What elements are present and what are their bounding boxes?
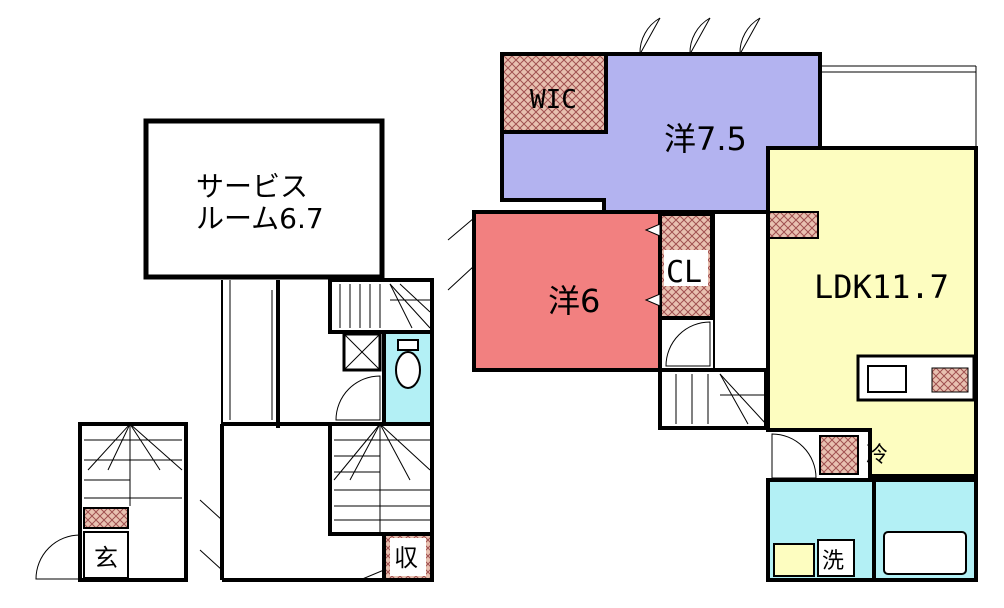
stair-middle	[658, 368, 768, 430]
ldk-label: LDK11.7	[814, 268, 949, 306]
kitchen-sink	[867, 365, 907, 393]
entrance-storage-hatch	[83, 507, 129, 529]
storage-label: 収	[394, 544, 418, 572]
toilet-bowl	[395, 351, 421, 389]
wic-label: WIC	[530, 85, 577, 115]
closet-label: CL	[666, 255, 702, 290]
door-swing-western-6	[665, 321, 711, 367]
stove	[931, 367, 969, 393]
fridge-space	[819, 435, 859, 475]
service-room-label-line2: ルーム6.7	[196, 202, 324, 235]
stair-upper	[328, 278, 434, 334]
door-swing-entrance	[35, 534, 81, 580]
left-building	[35, 118, 434, 582]
western-7-5-label: 洋7.5	[664, 120, 747, 158]
service-room-label-line1: サービス	[196, 170, 308, 203]
washer-space	[817, 539, 855, 577]
ldk-storage-hatch	[767, 211, 819, 239]
entrance-label: 玄	[94, 544, 118, 572]
door-swing-ldk	[771, 433, 817, 479]
western-6-label: 洋6	[548, 282, 600, 320]
door-swing-toilet	[335, 375, 381, 421]
right-building	[447, 17, 978, 582]
door-swing-hall	[359, 569, 385, 581]
wash-basin	[773, 543, 815, 577]
washer-label: 洗	[822, 549, 844, 574]
fridge-label: 冷	[866, 443, 888, 468]
stair-entrance	[78, 422, 188, 582]
entrance	[83, 531, 129, 579]
ldk-room	[766, 146, 978, 478]
stair-lower	[328, 422, 434, 536]
service-room	[143, 118, 385, 280]
bathtub	[883, 531, 967, 575]
